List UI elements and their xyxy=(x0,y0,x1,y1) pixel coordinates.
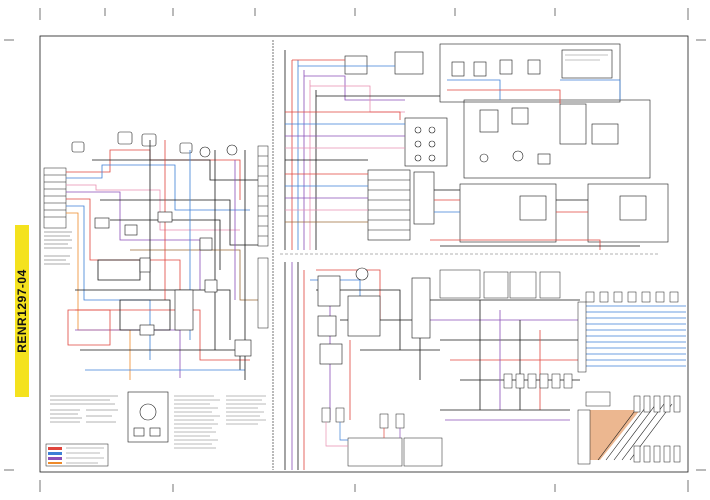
right-sensor-row xyxy=(585,291,679,303)
document-id-tab: RENR1297-04 xyxy=(15,225,29,397)
wire-color-legend xyxy=(45,443,109,467)
top-right-module xyxy=(439,43,621,103)
left-wiring-harness xyxy=(66,140,262,380)
center-connector-strip xyxy=(257,145,269,329)
harness-diagonal-section xyxy=(577,391,673,465)
left-connector-block xyxy=(43,167,67,229)
bottom-right-plugs xyxy=(633,395,681,463)
connector-column xyxy=(577,301,587,373)
left-components xyxy=(94,211,252,357)
right-blue-bundle xyxy=(580,305,686,367)
right-upper-wiring xyxy=(284,50,640,250)
relay-modules xyxy=(459,183,669,243)
lower-center-components xyxy=(317,267,431,365)
left-text-notes xyxy=(44,231,72,265)
component-list xyxy=(174,395,266,449)
symbol-legend-box xyxy=(127,391,169,443)
bottom-injector-rows xyxy=(321,373,573,467)
right-lower-wiring xyxy=(284,262,580,470)
bottom-pink-wiring xyxy=(325,409,570,447)
notes-block xyxy=(50,395,118,423)
middle-right-module xyxy=(463,99,651,179)
part-number: RENR1297-04 xyxy=(15,269,30,353)
sheet-border xyxy=(39,35,689,473)
lower-connector-tables xyxy=(439,269,561,299)
top-center-components xyxy=(344,51,448,167)
central-ecm-block xyxy=(367,169,435,241)
registration-marks xyxy=(4,8,706,492)
top-left-sensors xyxy=(71,131,238,158)
